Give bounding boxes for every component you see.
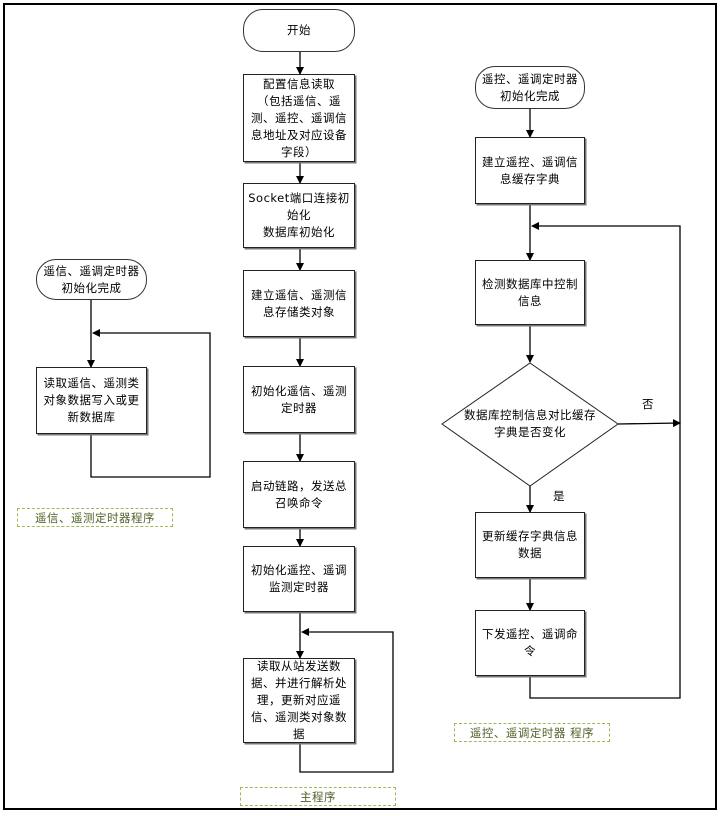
yk-yt-timer-start-terminal: 遥控、遥调定时器 初始化完成 (475, 66, 585, 109)
step-build-cache-dict: 建立遥控、遥调信 息缓存字典 (475, 137, 585, 204)
edge-left-loop (90, 329, 211, 478)
edge-main-loop (299, 628, 394, 773)
step-write-db: 读取遥信、遥测类 对象数据写入或更 新数据库 (36, 367, 147, 434)
step-build-yx-yc-objects: 建立遥信、遥测信 息存储类对象 (243, 270, 355, 337)
edge-decision-no (617, 419, 681, 428)
step-update-cache: 更新缓存字典信息 数据 (475, 512, 585, 578)
caption-yx-yc-timer-program: 遥信、遥测定时器程序 (17, 508, 173, 527)
step-read-slave-data: 读取从站发送数 据、并进行解析处 理，更新对应遥 信、遥测类对象数 据 (243, 658, 355, 743)
step-send-yk-yt-command: 下发遥控、遥调命 令 (475, 610, 585, 676)
yx-yc-timer-start-terminal: 遥信、遥调定时器 初始化完成 (36, 259, 147, 300)
step-start-link: 启动链路，发送总 召唤命令 (243, 461, 355, 528)
caption-yk-yt-timer-program: 遥控、遥调定时器 程序 (454, 723, 610, 742)
decision-text: 数据库控制信息对比缓存 字典是否变化 (464, 408, 596, 439)
caption-main-program: 主程序 (240, 787, 396, 806)
start-terminal: 开始 (243, 9, 355, 52)
step-init-yk-yt-timer: 初始化遥控、遥调 监测定时器 (243, 546, 355, 612)
step-init-yx-yc-timer: 初始化遥信、遥测 定时器 (243, 366, 355, 433)
step-config-read: 配置信息读取 （包括遥信、遥 测、遥控、遥调信 息地址及对应设备 字段） (243, 74, 355, 162)
step-socket-db-init: Socket端口连接初 始化 数据库初始化 (243, 183, 355, 248)
edge-right-loop (529, 222, 681, 699)
decision-diamond (441, 362, 619, 487)
diagram-frame (3, 3, 717, 810)
step-check-db-control: 检测数据库中控制 信息 (475, 260, 585, 325)
decision-no-label: 否 (642, 397, 654, 411)
decision-yes-label: 是 (553, 489, 565, 503)
